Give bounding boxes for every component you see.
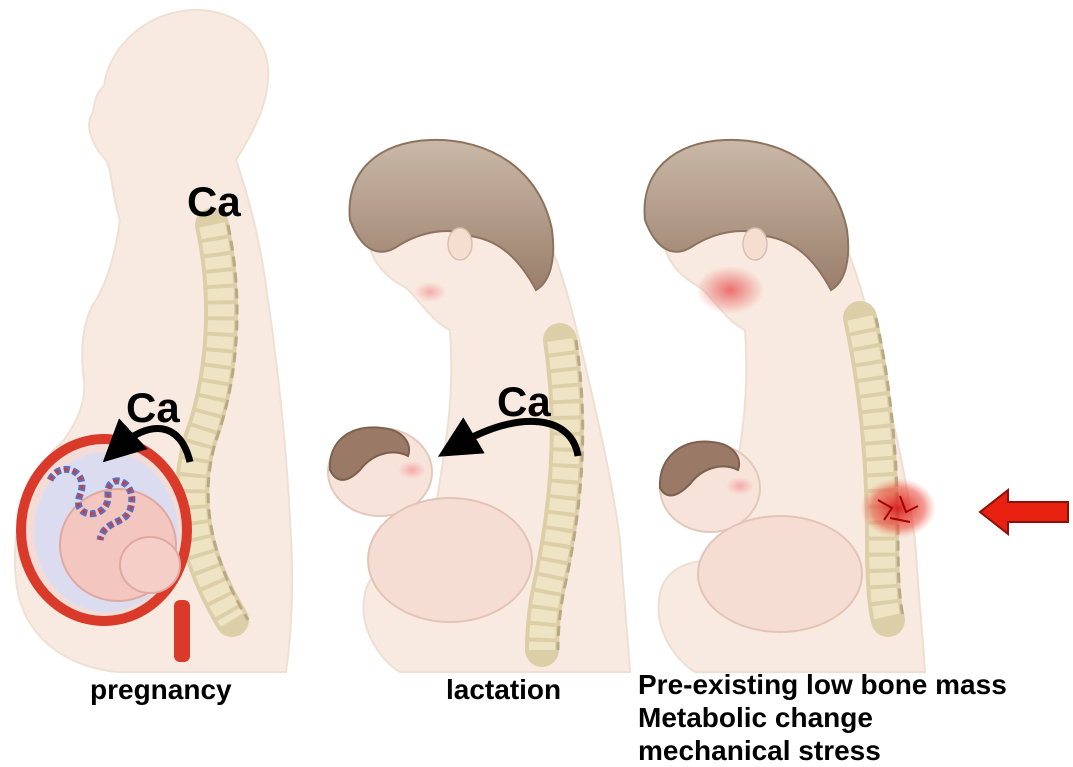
calcium-label-spine: Ca	[187, 178, 241, 226]
risk-factor-item: mechanical stress	[638, 734, 1007, 767]
fracture-panel	[645, 140, 1068, 672]
pregnancy-caption: pregnancy	[90, 674, 232, 706]
lactation-panel	[328, 140, 630, 672]
calcium-label-pregnancy: Ca	[126, 384, 180, 432]
pregnancy-panel	[15, 10, 292, 672]
fracture-pointer-arrow	[980, 490, 1068, 534]
risk-factor-item: Metabolic change	[638, 701, 1007, 734]
calcium-label-lactation: Ca	[497, 378, 551, 426]
risk-factor-item: Pre-existing low bone mass	[638, 668, 1007, 701]
fracture-spine	[860, 318, 904, 620]
vertebral-fracture	[860, 478, 936, 538]
lactation-caption: lactation	[446, 674, 561, 706]
risk-factor-list: Pre-existing low bone mass Metabolic cha…	[638, 668, 1007, 767]
